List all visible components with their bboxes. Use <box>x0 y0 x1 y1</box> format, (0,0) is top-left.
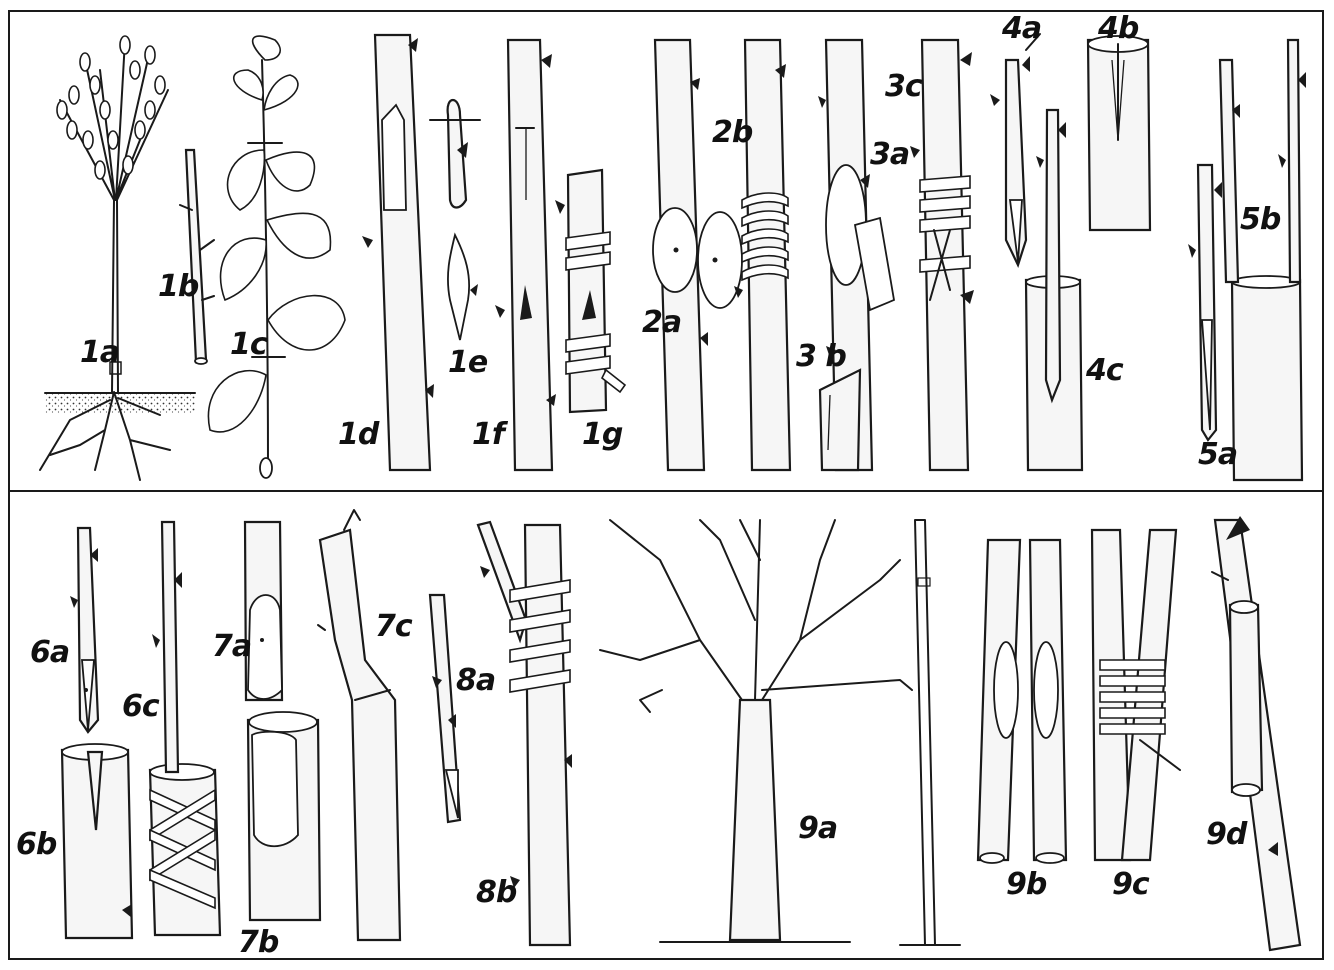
label-2b: 2b <box>712 118 752 148</box>
label-6a: 6a <box>30 638 69 668</box>
figure-4a-wedge-scion <box>990 34 1040 265</box>
label-1d: 1d <box>338 420 378 450</box>
figure-7b-splice-stock <box>248 712 320 920</box>
figure-4b-split-stock <box>1088 36 1150 230</box>
figure-5a-bark-graft-scion <box>1188 165 1222 440</box>
figure-1f-inserted-bud <box>495 40 556 470</box>
label-5a: 5a <box>1198 440 1237 470</box>
figure-5b-bark-graft <box>1220 40 1306 480</box>
figure-9b-approach-pieces <box>978 540 1066 863</box>
label-1g: 1g <box>582 420 622 450</box>
label-7b: 7b <box>238 928 278 958</box>
label-8b: 8b <box>476 878 516 908</box>
figure-3b-wedge <box>820 370 860 470</box>
label-6c: 6c <box>122 692 159 722</box>
figure-7a-splice-scion <box>245 522 282 700</box>
label-3a: 3a <box>870 140 909 170</box>
figure-9d-inarch-graft <box>1212 516 1300 950</box>
label-9a: 9a <box>798 814 837 844</box>
label-4c: 4c <box>1086 356 1123 386</box>
figure-6a-wedge-scion <box>70 528 98 732</box>
figure-2b-bound-graft <box>734 40 790 470</box>
label-4a: 4a <box>1002 14 1041 44</box>
figure-9c-approach-graft <box>1092 530 1180 860</box>
figure-1d-trunk-t-cut <box>362 35 434 470</box>
label-7a: 7a <box>212 632 251 662</box>
figure-7c-inlay-graft <box>318 510 400 940</box>
figure-8a-scion <box>430 595 460 822</box>
figure-3c-tied-graft <box>910 40 974 470</box>
label-4b: 4b <box>1098 14 1138 44</box>
label-6b: 6b <box>16 830 56 860</box>
figure-9a-grafted-tree <box>600 520 960 945</box>
label-1b: 1b <box>158 272 198 302</box>
figure-1e-bud-shields <box>430 100 480 340</box>
figure-6b-cleft-stock <box>62 744 132 938</box>
label-3b: 3 b <box>796 342 846 372</box>
figure-1c-leafy-shoot <box>208 36 345 478</box>
figure-2a-cleft-scion-stock <box>653 40 742 470</box>
label-9b: 9b <box>1006 870 1046 900</box>
label-5b: 5b <box>1240 205 1280 235</box>
figure-1g-wrapped-bud <box>555 170 625 412</box>
label-8a: 8a <box>456 666 495 696</box>
label-3c: 3c <box>885 72 922 102</box>
label-1a: 1a <box>80 338 119 368</box>
figure-1a-young-tree <box>40 36 195 480</box>
label-9d: 9d <box>1206 820 1246 850</box>
figure-1b-twig <box>180 150 214 364</box>
figure-6c-cleft-graft-wrapped <box>150 522 220 935</box>
label-2a: 2a <box>642 308 681 338</box>
label-1c: 1c <box>230 330 267 360</box>
label-7c: 7c <box>375 612 412 642</box>
figure-4c-cleft-graft <box>1026 110 1082 470</box>
label-1e: 1e <box>448 348 487 378</box>
label-1f: 1f <box>472 420 504 450</box>
label-9c: 9c <box>1112 870 1149 900</box>
